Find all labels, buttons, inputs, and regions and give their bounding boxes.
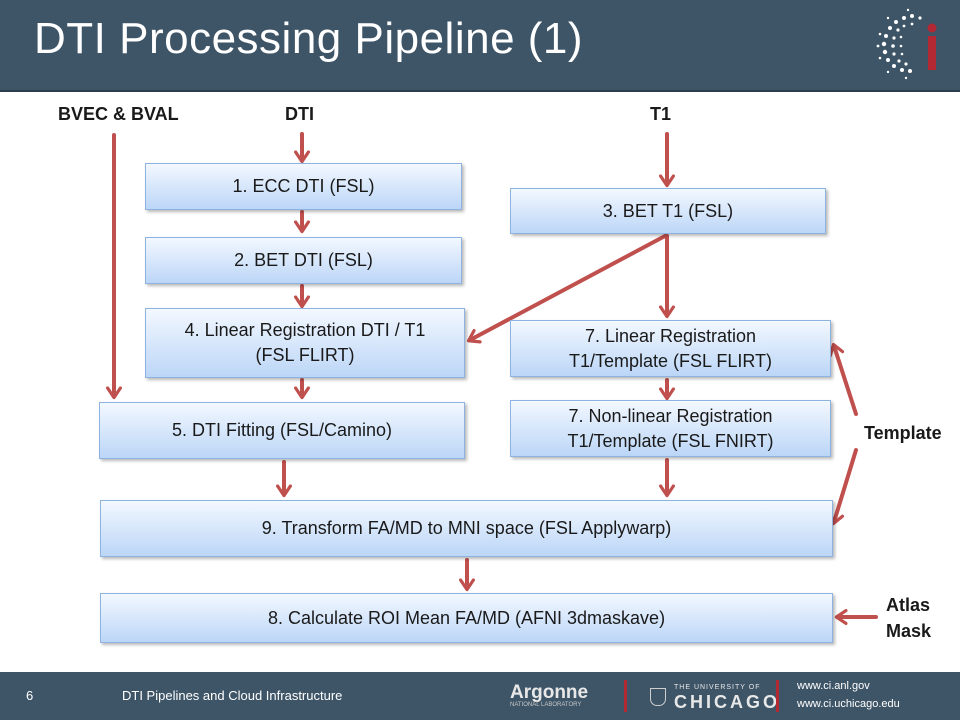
uchicago-logo-big: CHICAGO [674,692,780,712]
input-label-atlas-mask: Atlas Mask [886,595,932,641]
input-label-dti: DTI [285,104,314,124]
input-label-template: Template [864,423,942,443]
input-label-t1: T1 [650,104,672,124]
page-number: 6 [26,688,34,703]
argonne-logo: Argonne NATIONAL LABORATORY [510,682,588,708]
arrow-template-to-transform [828,448,858,526]
footer-url-uchicago[interactable]: www.ci.uchicago.edu [797,698,900,710]
input-label-bvec-bval: BVEC & BVAL [58,104,179,124]
footer-url-anl[interactable]: www.ci.anl.gov [797,680,870,692]
step-bet-t1: 3. BET T1 (FSL) [510,188,826,234]
step-ecc-dti: 1. ECC DTI (FSL) [145,163,462,210]
arrow-template-to-linreg [828,342,858,416]
step-nonlinear-registration-t1-template: 7. Non-linear Registration T1/Template (… [510,400,831,457]
step-transform-fa-md: 9. Transform FA/MD to MNI space (FSL App… [100,500,833,557]
header-bar: DTI Processing Pipeline (1) [0,0,960,92]
argonne-logo-text: Argonne [510,682,589,703]
step-linear-registration-t1-template: 7. Linear Registration T1/Template (FSL … [510,320,831,377]
footer-divider [624,680,627,712]
argonne-logo-subtext: NATIONAL LABORATORY [510,702,582,708]
arrow-bet-t1-to-linreg-dti [466,234,667,344]
uchicago-logo-small: THE UNIVERSITY OF [674,684,761,691]
ci-logo-icon [876,8,937,80]
footer-bar: 6 DTI Pipelines and Cloud Infrastructure… [0,672,960,720]
footer-divider [776,680,779,712]
step-dti-fitting: 5. DTI Fitting (FSL/Camino) [99,402,465,459]
step-bet-dti: 2. BET DTI (FSL) [145,237,462,284]
footer-title: DTI Pipelines and Cloud Infrastructure [122,688,343,703]
step-linear-registration-dti-t1: 4. Linear Registration DTI / T1 (FSL FLI… [145,308,465,378]
slide-title: DTI Processing Pipeline (1) [34,14,584,63]
uchicago-crest-icon [650,688,666,706]
step-calculate-roi-mean: 8. Calculate ROI Mean FA/MD (AFNI 3dmask… [100,593,833,643]
